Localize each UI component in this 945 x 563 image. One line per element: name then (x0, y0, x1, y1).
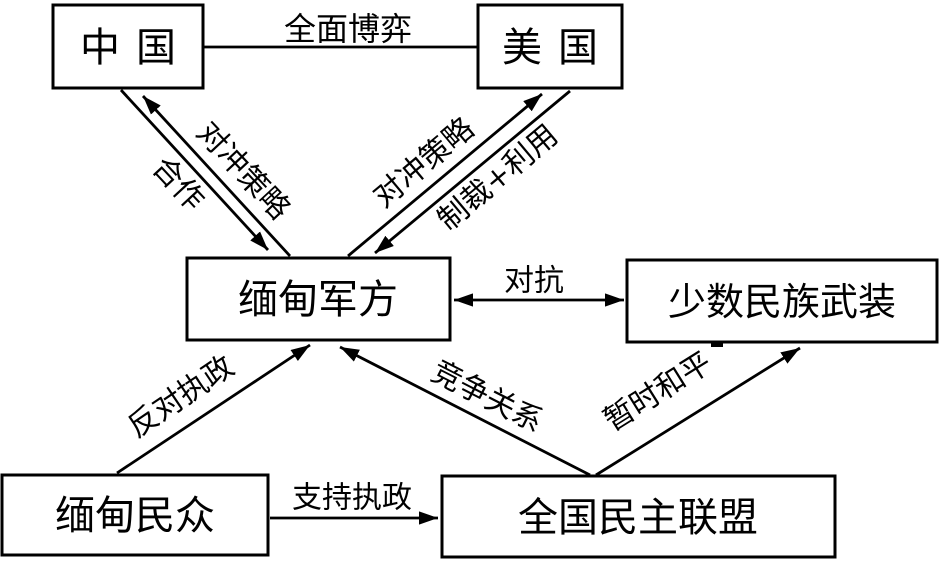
node-ethnic-armed: 少数民族武装 (625, 258, 939, 344)
edge-nld-to-military-label: 竞争关系 (426, 354, 549, 440)
node-nld-label: 全国民主联盟 (518, 495, 758, 541)
edge-military-to-china-label: 对冲策略 (189, 115, 296, 227)
edge-nld-to-military-line (339, 345, 591, 477)
node-military-label: 缅甸军方 (238, 277, 398, 323)
node-people-box (0, 473, 270, 557)
edge-people-to-nld-label: 支持执政 (292, 481, 412, 516)
edge-nld-to-ethnic-line (595, 346, 801, 477)
node-people-label: 缅甸民众 (55, 493, 215, 539)
node-military: 缅甸军方 (185, 256, 452, 342)
node-nld-box (440, 474, 837, 559)
node-usa-box (476, 3, 624, 90)
edge-china-usa-label: 全面博弈 (284, 10, 412, 48)
node-china: 中国 (51, 3, 205, 90)
edge-people-to-military-line (116, 343, 311, 475)
node-usa-label: 美国 (502, 25, 614, 71)
edge-military-to-china-line (141, 95, 292, 257)
node-ethnic-armed-box (625, 258, 939, 344)
edge-china-to-military-line (119, 89, 270, 251)
edge-usa-to-military-line (374, 89, 571, 255)
node-military-box (185, 256, 452, 342)
node-china-label: 中国 (80, 25, 192, 71)
edge-military-to-usa-line (347, 92, 543, 258)
node-ethnic-armed-label: 少数民族武装 (668, 280, 896, 324)
edge-military-ethnic-label: 对抗 (504, 264, 564, 299)
node-nld: 全国民主联盟 (440, 474, 837, 559)
node-china-box (51, 3, 205, 90)
node-usa: 美国 (476, 3, 624, 90)
node-people: 缅甸民众 (0, 473, 270, 557)
ink-smudge (711, 341, 723, 347)
edge-nld-to-ethnic-label: 暂时和平 (598, 345, 718, 438)
